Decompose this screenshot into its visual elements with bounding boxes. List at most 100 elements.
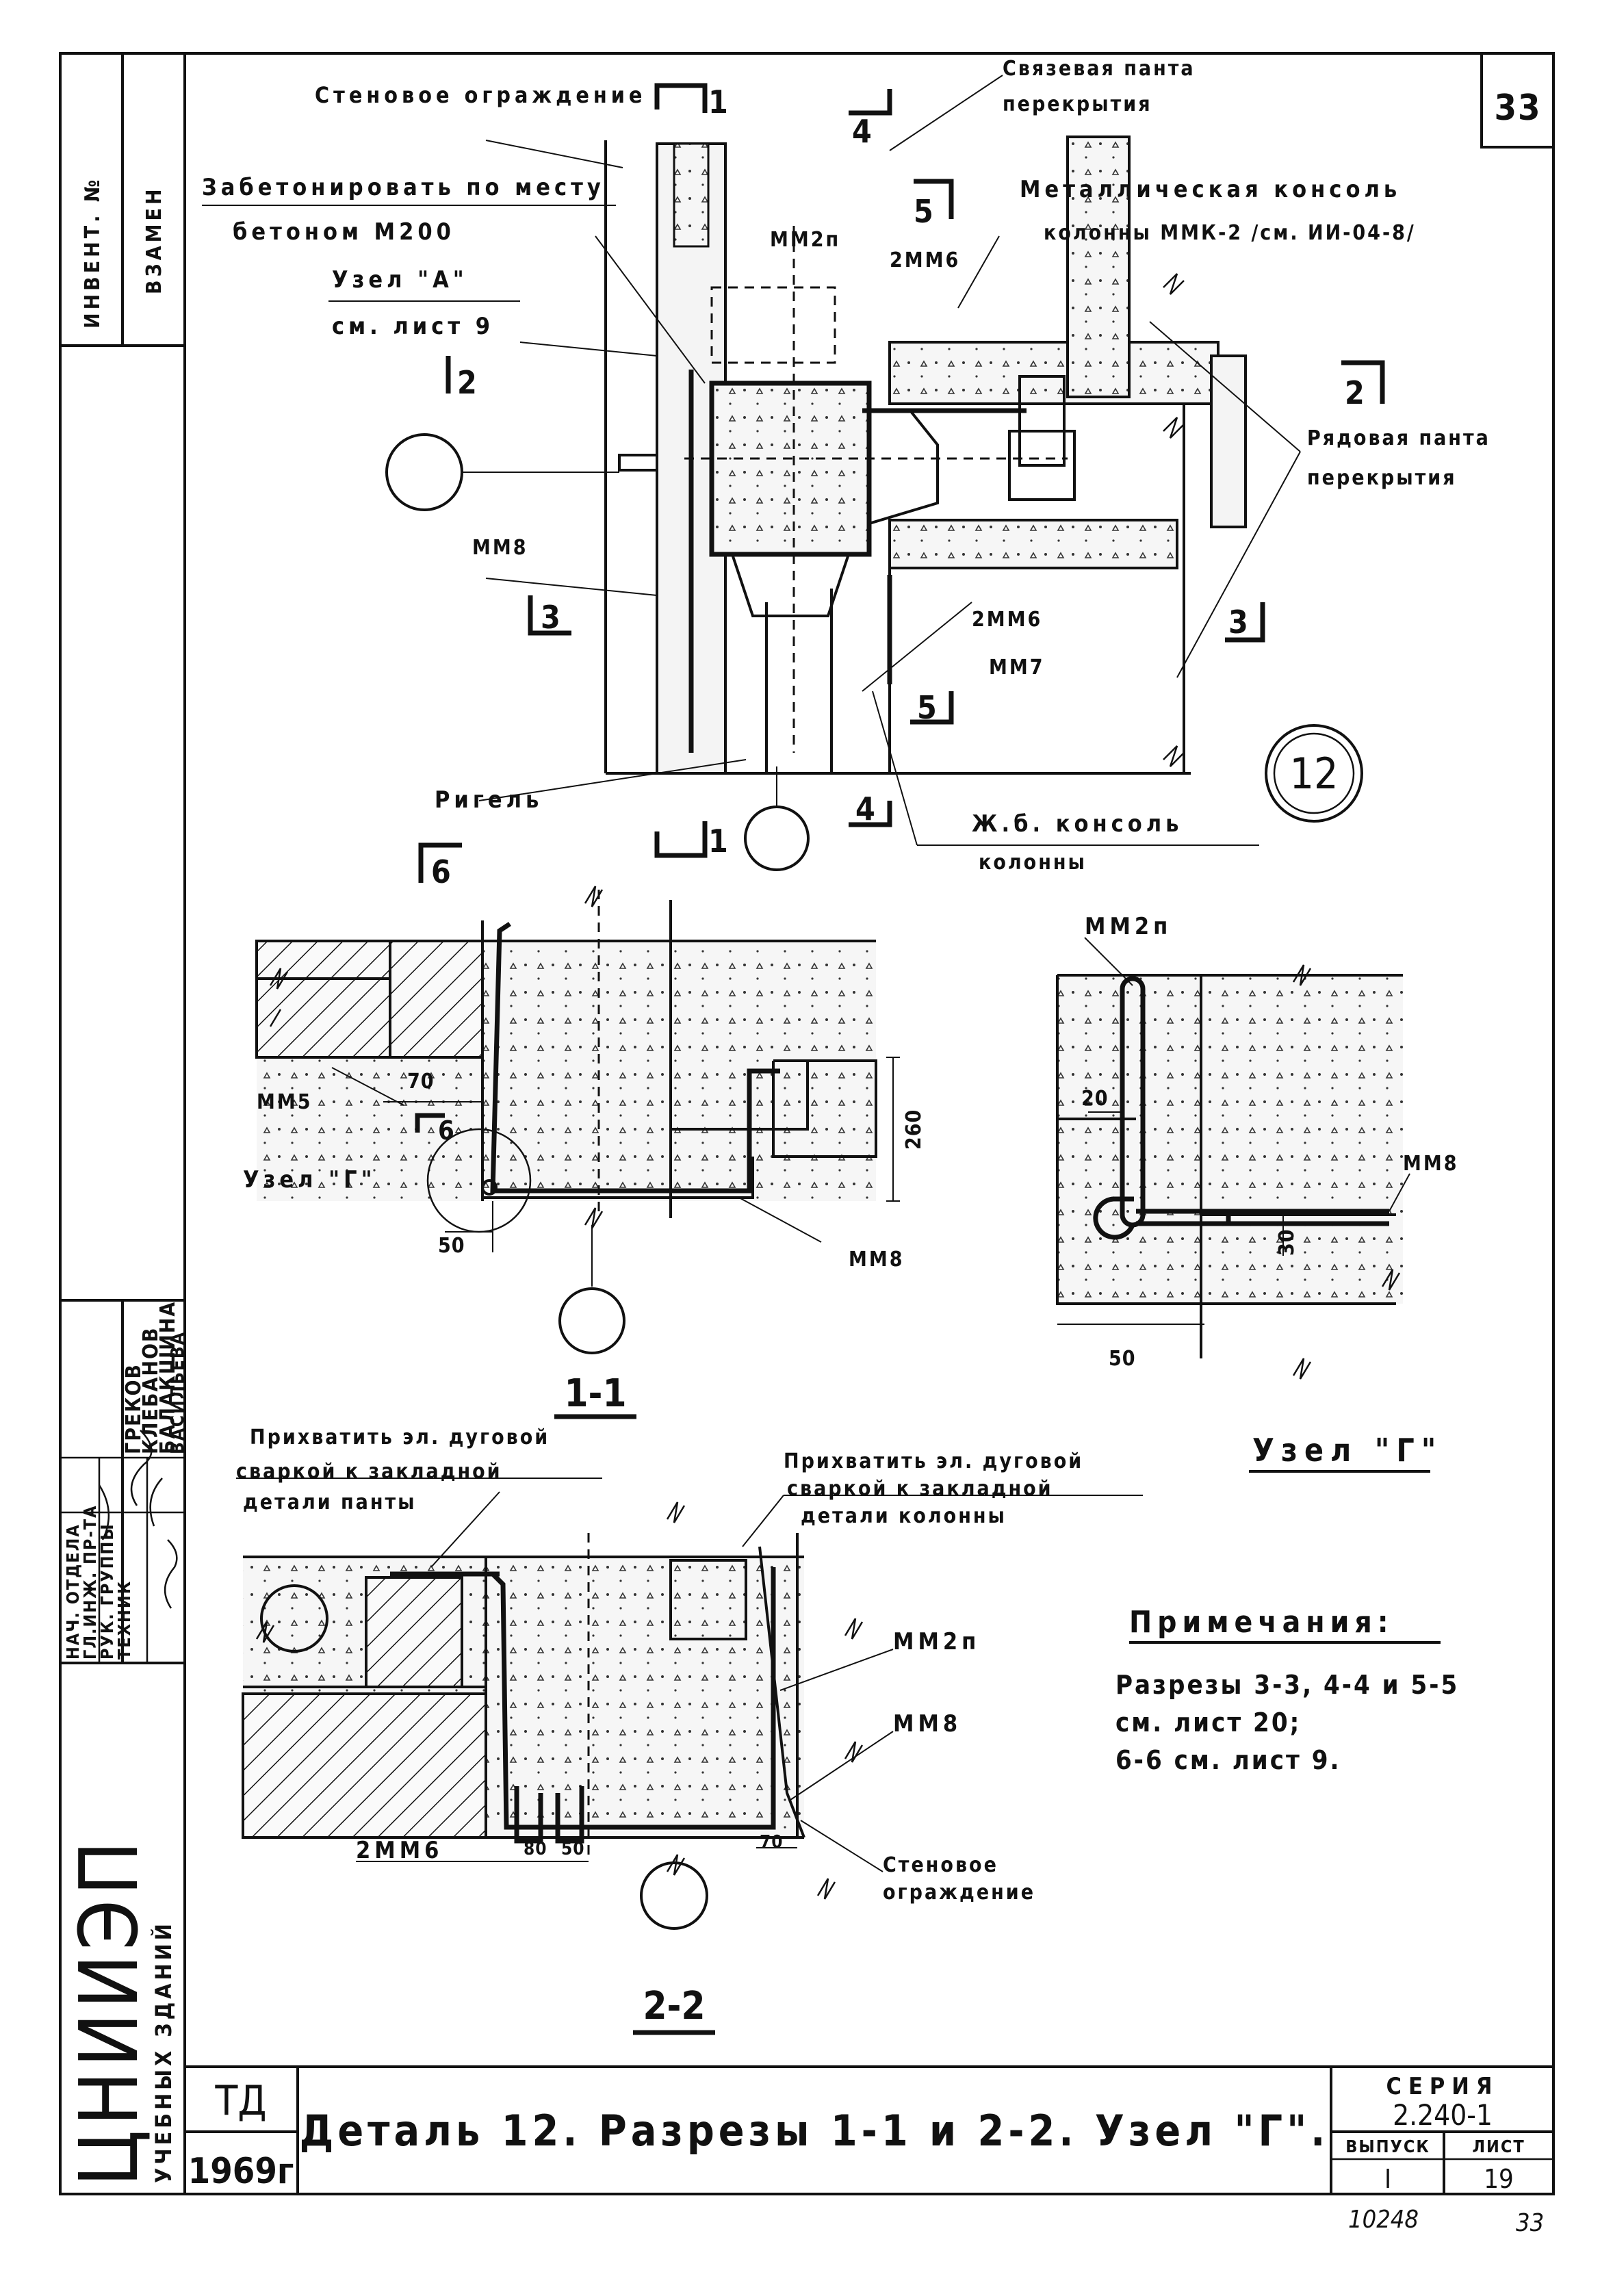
detail-circle-label: 12	[1290, 749, 1339, 799]
label-mm2p: ММ2п	[1085, 913, 1172, 940]
label-mm8: ММ8	[1403, 1152, 1459, 1176]
sheet-frame	[59, 52, 1555, 2195]
section-2-2: Прихватить эл. дуговой сваркой к закладн…	[236, 1426, 1143, 2035]
label-wall-1: Стеновое	[883, 1853, 998, 1877]
label-wall-2: ограждение	[883, 1881, 1035, 1905]
svg-text:3: 3	[541, 599, 560, 636]
label-rc-console-2: колонны	[979, 851, 1087, 875]
dim-30: 30	[1275, 1228, 1299, 1256]
label-mm7: ММ7	[989, 656, 1045, 680]
dim-50: 50	[1109, 1347, 1136, 1371]
sheet-value: 19	[1484, 2164, 1514, 2194]
label-tie-slab-1: Связевая панта	[1003, 57, 1196, 81]
label-mm2p: ММ2п	[770, 228, 840, 252]
section-1-1: ММ5 Узел "Г" ММ8 70 260 50 6 1-1	[243, 886, 926, 1419]
label-tie-slab-2: перекрытия	[1003, 92, 1152, 116]
label-metal-console-1: Металлическая консоль	[1020, 176, 1401, 203]
page-number: 33	[1494, 88, 1541, 129]
label-mm8: ММ8	[849, 1248, 905, 1272]
role-ruk-gruppy: РУК. ГРУППЫ	[97, 1523, 117, 1660]
label-node-g: Узел "Г"	[243, 1166, 376, 1194]
dim-50: 50	[561, 1839, 585, 1859]
label-weld-slab-2: сваркой к закладной	[236, 1460, 502, 1484]
notes-line-1: Разрезы 3-3, 4-4 и 5-5	[1115, 1670, 1459, 1700]
dim-70: 70	[760, 1832, 784, 1853]
invent-label: ИНВЕНТ. №	[81, 177, 105, 328]
org-sub: УЧЕБНЫХ ЗДАНИЙ	[151, 1920, 177, 2183]
section-title-1-1: 1-1	[564, 1371, 626, 1416]
svg-text:2: 2	[1345, 374, 1365, 411]
label-rc-console-1: Ж.б. консоль	[972, 810, 1183, 838]
plan-detail-12: 12 1 1 2 3 3 4 4	[202, 57, 1491, 890]
org-name: ЦНИИЭП	[62, 1837, 156, 2187]
label-2mm6: 2ММ6	[356, 1837, 443, 1864]
svg-text:4: 4	[855, 790, 875, 827]
notes: Примечания: Разрезы 3-3, 4-4 и 5-5 см. л…	[1115, 1605, 1459, 1775]
issue-label: ВЫПУСК	[1345, 2137, 1430, 2156]
svg-text:5: 5	[917, 689, 937, 726]
notes-line-3: 6-6 см. лист 9.	[1115, 1745, 1341, 1775]
year-label: 1969г	[188, 2151, 294, 2192]
page-count-bottom: 33	[1516, 2209, 1544, 2237]
cut-mark-5-bottom: 5	[910, 689, 954, 726]
dim-260: 260	[902, 1109, 926, 1150]
svg-text:6: 6	[431, 853, 451, 890]
name-vasilieva: ВАСИЛЬЕВА	[168, 1331, 188, 1454]
label-concrete-1: Забетонировать по месту	[202, 174, 605, 201]
td-label: ТД	[214, 2077, 266, 2125]
svg-text:1: 1	[708, 83, 728, 120]
label-mm5: ММ5	[257, 1090, 313, 1114]
dim-20: 20	[1081, 1087, 1109, 1111]
name-grekov: ГРЕКОВ	[122, 1363, 146, 1454]
svg-text:4: 4	[852, 113, 872, 150]
label-mm8: ММ8	[893, 1710, 962, 1738]
cut-mark-2-left: 2	[446, 356, 477, 401]
cut-mark-1-bottom: 1	[654, 821, 728, 860]
title-block: ТД 1969г Деталь 12. Разрезы 1-1 и 2-2. У…	[185, 2065, 1553, 2194]
label-weld-slab-3: детали панты	[243, 1491, 417, 1514]
label-row-slab-1: Рядовая панта	[1307, 426, 1491, 450]
label-mm8: ММ8	[472, 536, 528, 560]
dim-70: 70	[407, 1070, 435, 1094]
side-stamp: ИНВЕНТ. № ВЗАМЕН НАЧ. ОТДЕЛА ГЛ.ИНЖ. ПР-…	[62, 177, 188, 2187]
label-2mm6-bottom: 2ММ6	[972, 608, 1042, 632]
label-wall: Стеновое ограждение	[315, 82, 646, 108]
name-balakshina: БАЛАКШИНА	[156, 1301, 180, 1454]
sheet-label: ЛИСТ	[1472, 2137, 1525, 2156]
section-title-2-2: 2-2	[643, 1984, 705, 2028]
notes-line-2: см. лист 20;	[1115, 1707, 1301, 1738]
series-label: СЕРИЯ	[1386, 2073, 1499, 2100]
label-2mm6-top: 2ММ6	[890, 248, 960, 272]
role-gl-inzh: ГЛ.ИНЖ. ПР-ТА	[80, 1504, 100, 1660]
series-value: 2.240-1	[1393, 2098, 1493, 2132]
label-metal-console-2: колонны ММК-2 /см. ИИ-04-8/	[1044, 221, 1416, 245]
label-weld-column-3: детали колонны	[801, 1504, 1007, 1528]
page-number-box: 33	[1480, 55, 1553, 149]
role-tehnik: ТЕХНИК	[114, 1580, 134, 1660]
archive-number: 10248	[1348, 2206, 1419, 2234]
dim-50: 50	[438, 1234, 465, 1258]
svg-text:1: 1	[708, 823, 728, 860]
node-g-title: Узел "Г"	[1252, 1432, 1443, 1469]
sheet-title: Деталь 12. Разрезы 1-1 и 2-2. Узел "Г".	[300, 2106, 1330, 2156]
label-mm2p: ММ2п	[893, 1628, 980, 1655]
cut-mark-2: 2	[1341, 360, 1385, 411]
cut-mark-4-top: 4	[849, 89, 892, 150]
vzamen-label: ВЗАМЕН	[142, 185, 166, 294]
label-node-a-2: см. лист 9	[332, 313, 494, 340]
node-g: ММ2п ММ8 20 30 50 Узел "Г"	[1056, 913, 1459, 1473]
role-nach-otdela: НАЧ. ОТДЕЛА	[63, 1523, 83, 1660]
cut-mark-1-top: 1	[654, 83, 728, 120]
label-weld-slab-1: Прихватить эл. дуговой	[250, 1426, 550, 1449]
issue-value: I	[1384, 2164, 1391, 2194]
svg-text:5: 5	[914, 193, 933, 230]
cut-mark-3-right: 3	[1225, 602, 1265, 643]
label-node-a-1: Узел "А"	[332, 266, 468, 294]
svg-text:3: 3	[1228, 604, 1248, 641]
label-weld-column-1: Прихватить эл. дуговой	[784, 1449, 1083, 1473]
label-girder: Ригель	[435, 786, 543, 814]
svg-text:2: 2	[457, 364, 477, 401]
cut-mark-6: 6	[438, 1115, 454, 1146]
cut-mark-4-bottom: 4	[849, 790, 892, 827]
